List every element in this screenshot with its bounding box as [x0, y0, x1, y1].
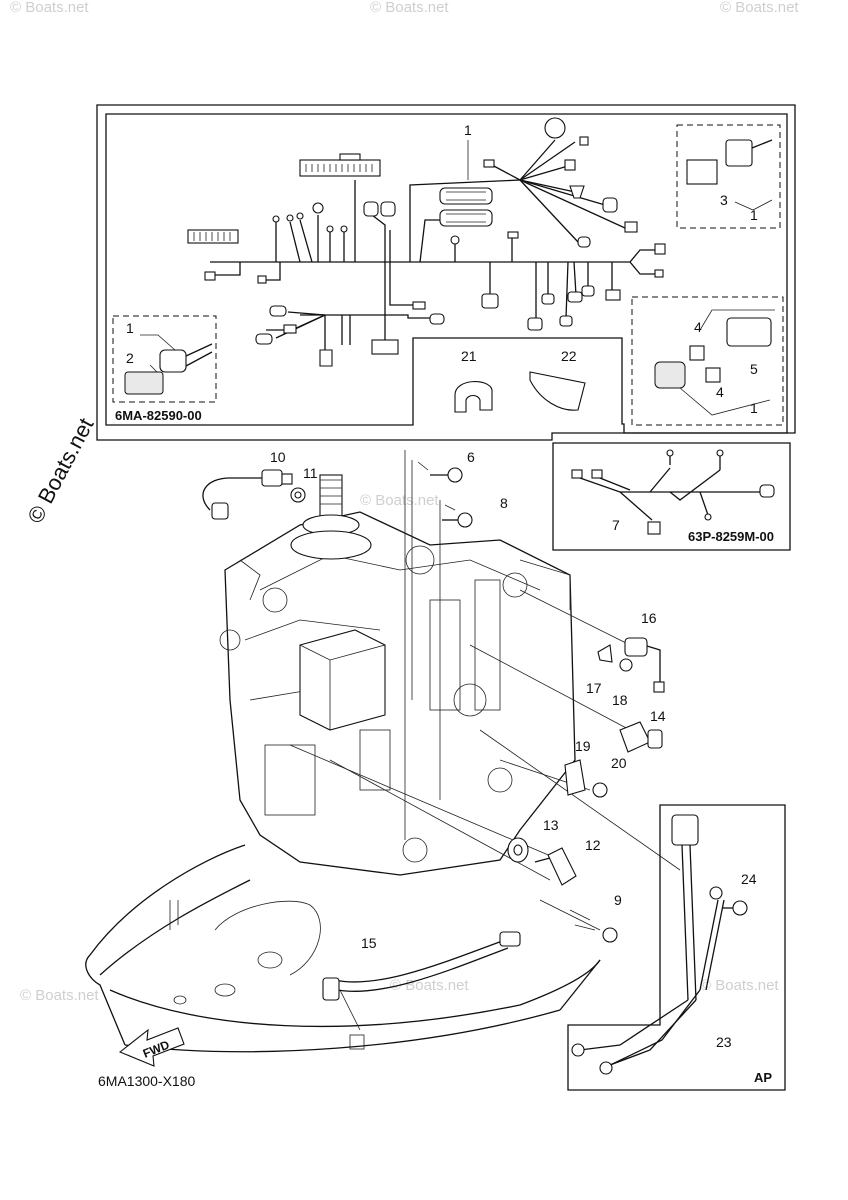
callout-22: 22	[561, 348, 577, 364]
callout-11: 11	[303, 465, 318, 481]
sensor-part-16	[624, 637, 665, 693]
bolt-part-8	[442, 504, 473, 528]
callout-15: 15	[361, 935, 377, 951]
lead-wire-part-15	[322, 931, 521, 1001]
callout-1: 1	[464, 122, 472, 138]
callout-4: 4	[716, 384, 724, 400]
part-callouts: 1 1 2 3 1 4 5 4 1 21 22 6 8 10 11 7 16 1…	[126, 122, 758, 1050]
callout-24: 24	[741, 871, 757, 887]
sub-harness-box	[552, 442, 791, 551]
clip-part-22	[529, 371, 586, 411]
bolt-part-18	[619, 658, 633, 672]
callout-18: 18	[612, 692, 628, 708]
bolt-part-6	[417, 461, 463, 483]
callout-8: 8	[500, 495, 508, 511]
leader-lines	[289, 450, 681, 1031]
watermark-side-text: © Boats.net	[22, 414, 98, 528]
callout-1: 1	[126, 320, 134, 336]
harness-main-code: 6MA-82590-00	[115, 408, 202, 423]
harness-subpart-1-4-5	[631, 296, 784, 426]
callout-14: 14	[650, 708, 666, 724]
callout-23: 23	[716, 1034, 732, 1050]
grommet-part-13	[507, 837, 529, 863]
bottom-cowling	[85, 844, 601, 1053]
callout-4: 4	[694, 319, 702, 335]
ap-box	[567, 804, 786, 1091]
bracket-part-17	[597, 644, 613, 663]
watermark-text: © Boats.net	[360, 492, 439, 509]
watermark-text: © Boats.net	[20, 987, 99, 1004]
drawing-number: 6MA1300-X180	[98, 1073, 196, 1089]
harness-subpart-1-3	[676, 124, 781, 229]
harness-frame	[96, 104, 796, 441]
engine-block	[219, 474, 576, 876]
watermark-text: © Boats.net	[700, 977, 779, 994]
callout-3: 3	[720, 192, 728, 208]
ap-code: AP	[754, 1070, 772, 1085]
callout-20: 20	[611, 755, 627, 771]
watermarks: © Boats.net © Boats.net © Boats.net © Bo…	[10, 0, 799, 1004]
harness-connectors	[187, 117, 666, 367]
callout-19: 19	[575, 738, 591, 754]
callout-13: 13	[543, 817, 559, 833]
callout-21: 21	[461, 348, 477, 364]
sensor-part-14	[619, 721, 663, 753]
sensor-part-12	[534, 847, 577, 886]
callout-16: 16	[641, 610, 657, 626]
watermark-text: © Boats.net	[720, 0, 799, 16]
callout-17: 17	[586, 680, 602, 696]
main-wiring-harness	[208, 139, 660, 350]
callout-10: 10	[270, 449, 286, 465]
watermark-text: © Boats.net	[10, 0, 89, 16]
callout-12: 12	[585, 837, 601, 853]
washer-part-11	[290, 487, 306, 503]
callout-9: 9	[614, 892, 622, 908]
harness-sub-code: 63P-8259M-00	[688, 529, 774, 544]
callout-1: 1	[750, 207, 758, 223]
watermark-text: © Boats.net	[370, 0, 449, 16]
callout-7: 7	[612, 517, 620, 533]
callout-6: 6	[467, 449, 475, 465]
bolt-part-9	[569, 909, 618, 943]
sensor-part-10	[202, 469, 293, 520]
bolt-part-24	[722, 900, 748, 916]
fwd-direction-arrow: FWD	[118, 1027, 185, 1067]
watermark-text: © Boats.net	[390, 977, 469, 994]
callout-2: 2	[126, 350, 134, 366]
bolt-part-20	[592, 782, 608, 798]
callout-1: 1	[750, 400, 758, 416]
callout-5: 5	[750, 361, 758, 377]
harness-subpart-1-2	[112, 315, 217, 403]
clip-part-21	[454, 381, 493, 413]
bracket-part-19	[564, 759, 586, 796]
